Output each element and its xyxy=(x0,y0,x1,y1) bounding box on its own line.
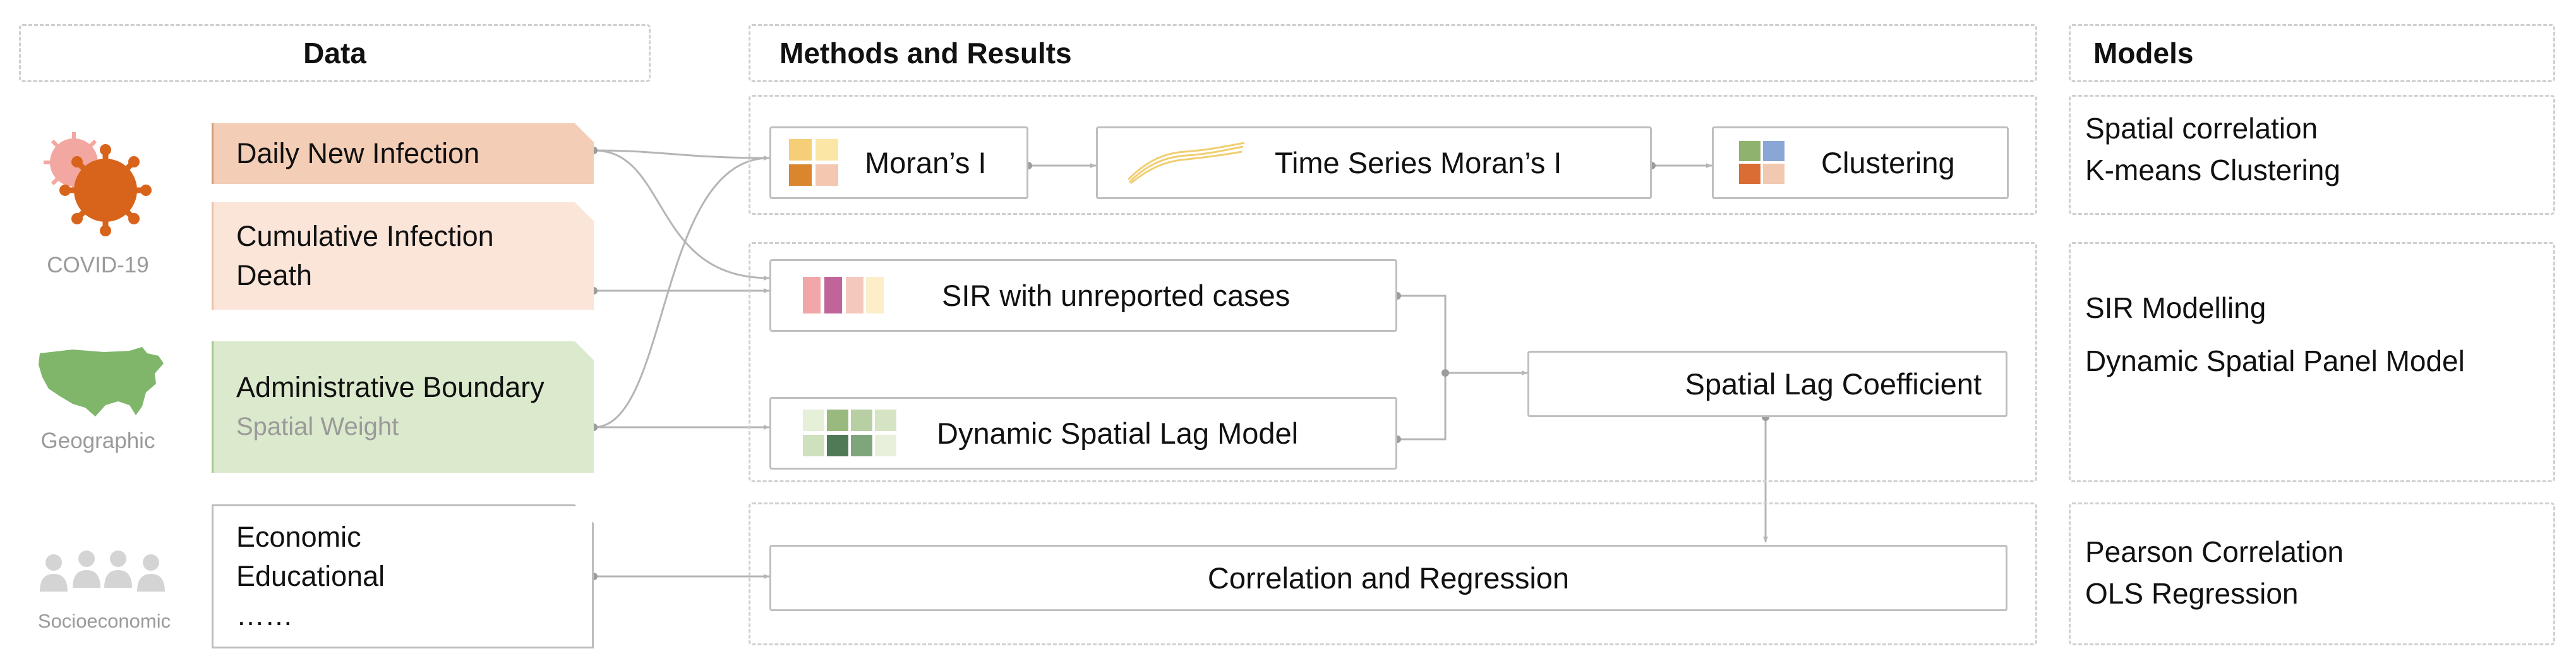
models-regression-box xyxy=(2069,502,2555,645)
daily-new-infection-card: Daily New Infection xyxy=(212,123,594,184)
more-label: …… xyxy=(236,599,293,631)
socioeconomic-card: Economic Educational …… xyxy=(212,504,594,648)
cluster-grid-icon xyxy=(1739,140,1786,185)
pearson-correlation-label: Pearson Correlation xyxy=(2085,535,2344,568)
correlation-regression-node: Correlation and Regression xyxy=(769,545,2007,611)
covid-label: COVID-19 xyxy=(47,253,149,277)
sir-label: SIR with unreported cases xyxy=(942,279,1291,312)
sir-node: SIR with unreported cases xyxy=(769,259,1397,332)
usa-map-icon xyxy=(39,347,164,417)
section-sir xyxy=(749,242,2037,482)
kmeans-clustering-label: K-means Clustering xyxy=(2085,154,2340,186)
clustering-node: Clustering xyxy=(1712,126,2009,199)
methods-header-label: Methods and Results xyxy=(779,37,1072,70)
models-regression-text: Pearson Correlation OLS Regression xyxy=(2069,531,2555,614)
educational-label: Educational xyxy=(236,560,385,592)
daily-new-infection-label: Daily New Infection xyxy=(236,137,480,169)
socioeconomic-label: Socioeconomic xyxy=(37,610,171,632)
dynamic-spatial-panel-model-label: Dynamic Spatial Panel Model xyxy=(2085,344,2465,377)
models-correlation-box xyxy=(2069,95,2555,215)
heatmap-grid-icon xyxy=(803,409,899,458)
spatial-lag-coefficient-label: Spatial Lag Coefficient xyxy=(1685,367,1982,401)
models-header: Models xyxy=(2069,24,2555,82)
models-correlation-text: Spatial correlation K-means Clustering xyxy=(2069,107,2555,191)
models-sir-text: SIR Modelling Dynamic Spatial Panel Mode… xyxy=(2069,281,2555,387)
models-header-label: Models xyxy=(2093,37,2194,70)
color-bars-icon xyxy=(803,276,884,315)
morans-i-label: Moran’s I xyxy=(865,146,987,179)
data-header: Data xyxy=(19,24,651,82)
methods-header: Methods and Results xyxy=(749,24,2037,82)
spatial-correlation-label: Spatial correlation xyxy=(2085,112,2318,145)
administrative-boundary-label: Administrative Boundary xyxy=(236,371,545,403)
models-sir-box xyxy=(2069,242,2555,482)
spatial-weight-label: Spatial Weight xyxy=(236,413,399,441)
geographic-label: Geographic xyxy=(40,429,155,453)
sir-modelling-label: SIR Modelling xyxy=(2085,291,2266,324)
people-group-icon xyxy=(40,550,165,592)
clustering-label: Clustering xyxy=(1821,146,1955,179)
time-series-morans-i-node: Time Series Moran’s I xyxy=(1096,126,1652,199)
correlation-regression-label: Correlation and Regression xyxy=(1207,561,1570,595)
time-series-curve-icon xyxy=(1127,142,1245,184)
data-header-label: Data xyxy=(303,37,366,70)
cumulative-infection-card: Cumulative Infection Death xyxy=(212,202,594,310)
morans-i-node: Moran’s I xyxy=(769,126,1028,199)
ols-regression-label: OLS Regression xyxy=(2085,577,2299,610)
cumulative-infection-label: Cumulative Infection xyxy=(236,220,494,252)
economic-label: Economic xyxy=(236,521,361,553)
section-regression xyxy=(749,502,2037,645)
virus-icon xyxy=(44,132,152,236)
death-label: Death xyxy=(236,259,313,291)
administrative-boundary-card: Administrative Boundary Spatial Weight xyxy=(212,341,594,473)
dynamic-spatial-lag-model-node: Dynamic Spatial Lag Model xyxy=(769,397,1397,470)
dynamic-spatial-lag-model-label: Dynamic Spatial Lag Model xyxy=(937,417,1299,450)
section-correlation xyxy=(749,95,2037,215)
time-series-morans-i-label: Time Series Moran’s I xyxy=(1275,146,1562,179)
color-grid-icon xyxy=(789,138,840,187)
spatial-lag-coefficient-node: Spatial Lag Coefficient xyxy=(1527,351,2007,417)
